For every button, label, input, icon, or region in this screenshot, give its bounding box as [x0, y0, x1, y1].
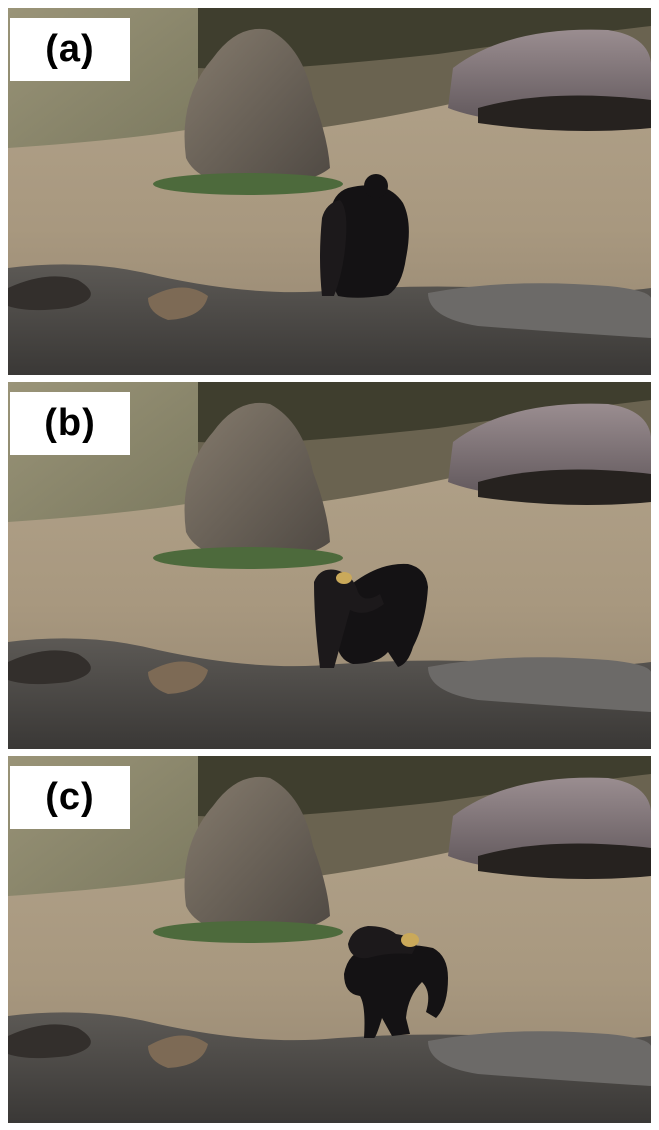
rock-pillar — [184, 776, 330, 934]
photo-panel-b: (b) — [8, 382, 651, 749]
panel-label-box: (a) — [10, 18, 130, 81]
chimpanzee-pair — [314, 563, 428, 668]
enclosure-scene — [8, 8, 651, 375]
panel-label: (b) — [44, 402, 96, 444]
panel-label-box: (b) — [10, 392, 130, 455]
grass-patch — [153, 921, 343, 943]
chimpanzee-pair — [320, 174, 409, 298]
grass-patch — [153, 173, 343, 195]
photo-panel-c: (c) — [8, 756, 651, 1123]
rock-pillar — [184, 402, 330, 560]
chimpanzee-pair — [344, 926, 448, 1038]
photo-panel-a: (a) — [8, 8, 651, 375]
panel-label: (c) — [45, 776, 95, 818]
panel-label: (a) — [45, 28, 95, 70]
panel-label-box: (c) — [10, 766, 130, 829]
rock-pillar — [184, 28, 330, 187]
grass-patch — [153, 547, 343, 569]
